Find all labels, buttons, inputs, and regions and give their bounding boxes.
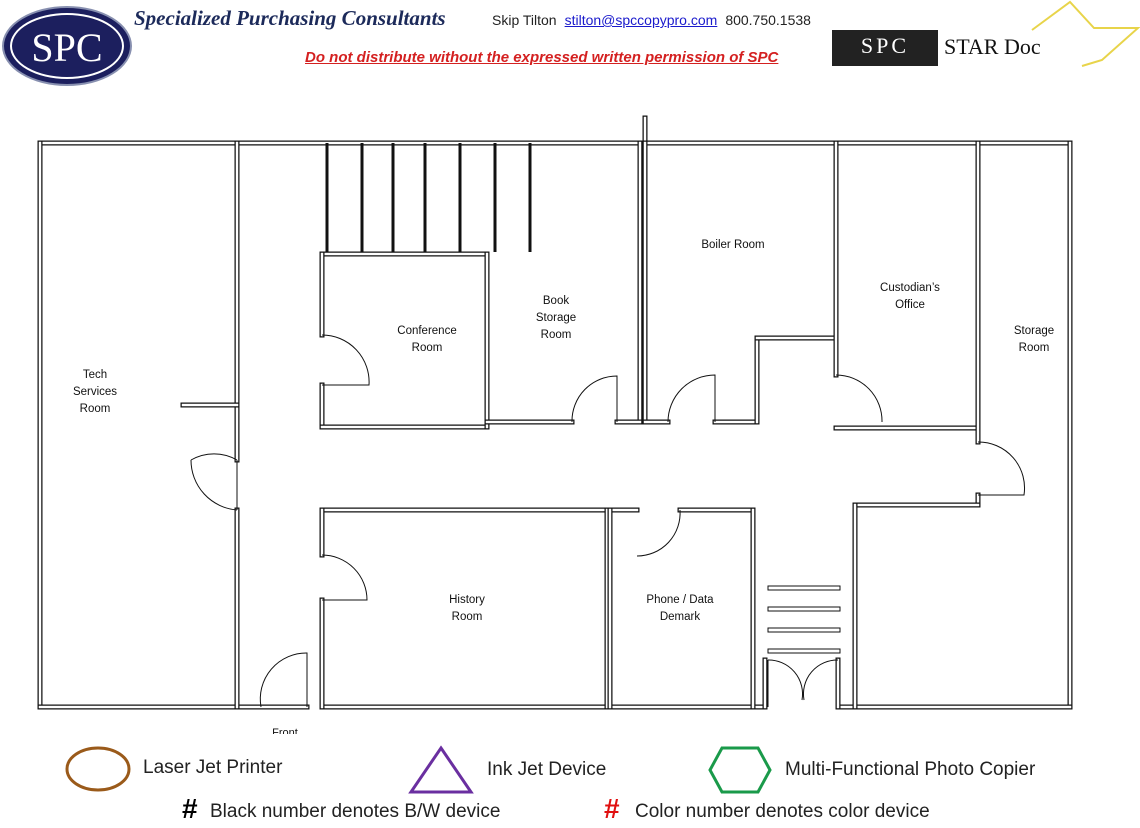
legend-color: Color number denotes color device: [635, 801, 930, 822]
doors: [190, 334, 1026, 708]
door-swing: [835, 374, 883, 423]
contact-info: Skip Tilton stilton@spccopypro.com 800.750…: [492, 12, 811, 28]
door-swing: [321, 554, 368, 601]
star-logo-outline: [1031, 0, 1140, 67]
spc-logo: SPC: [2, 6, 132, 86]
contact-email-link[interactable]: stilton@spccopypro.com: [564, 12, 718, 28]
room-boiler: Boiler Room: [701, 239, 765, 251]
contact-name: Skip Tilton: [492, 12, 557, 28]
stair-step: [767, 627, 841, 633]
door-swing: [190, 453, 238, 511]
bw-hash-symbol: #: [182, 793, 198, 824]
door-swing: [259, 652, 308, 708]
mfp-hexagon-icon: [708, 746, 772, 794]
stair-step: [767, 585, 841, 591]
color-hash-symbol: #: [604, 793, 620, 824]
door-swing: [571, 375, 618, 423]
legend-ink-jet: Ink Jet Device: [487, 759, 607, 780]
legend-bw: Black number denotes B/W device: [210, 801, 501, 822]
door-swing: [321, 334, 370, 386]
door-swing: [767, 659, 839, 707]
legend-laser-jet: Laser Jet Printer: [143, 757, 283, 778]
legend-mfp: Multi-Functional Photo Copier: [785, 759, 1036, 780]
walls: [37, 115, 1073, 710]
company-name: Specialized Purchasing Consultants: [134, 6, 446, 30]
contact-phone: 800.750.1538: [725, 12, 811, 28]
stair-step: [767, 606, 841, 612]
door-swing: [636, 509, 681, 557]
laser-jet-circle-icon: [65, 746, 131, 792]
ink-jet-triangle-icon: [408, 745, 474, 794]
stardoc-name: STAR Doc: [944, 34, 1041, 59]
front-entrance-label: Front: [272, 727, 298, 734]
door-swing: [667, 374, 716, 423]
stardoc-logo-box: SPC: [832, 30, 938, 66]
stair-step: [767, 648, 841, 654]
distribution-warning: Do not distribute without the expressed …: [305, 49, 779, 66]
door-swing: [977, 441, 1026, 496]
